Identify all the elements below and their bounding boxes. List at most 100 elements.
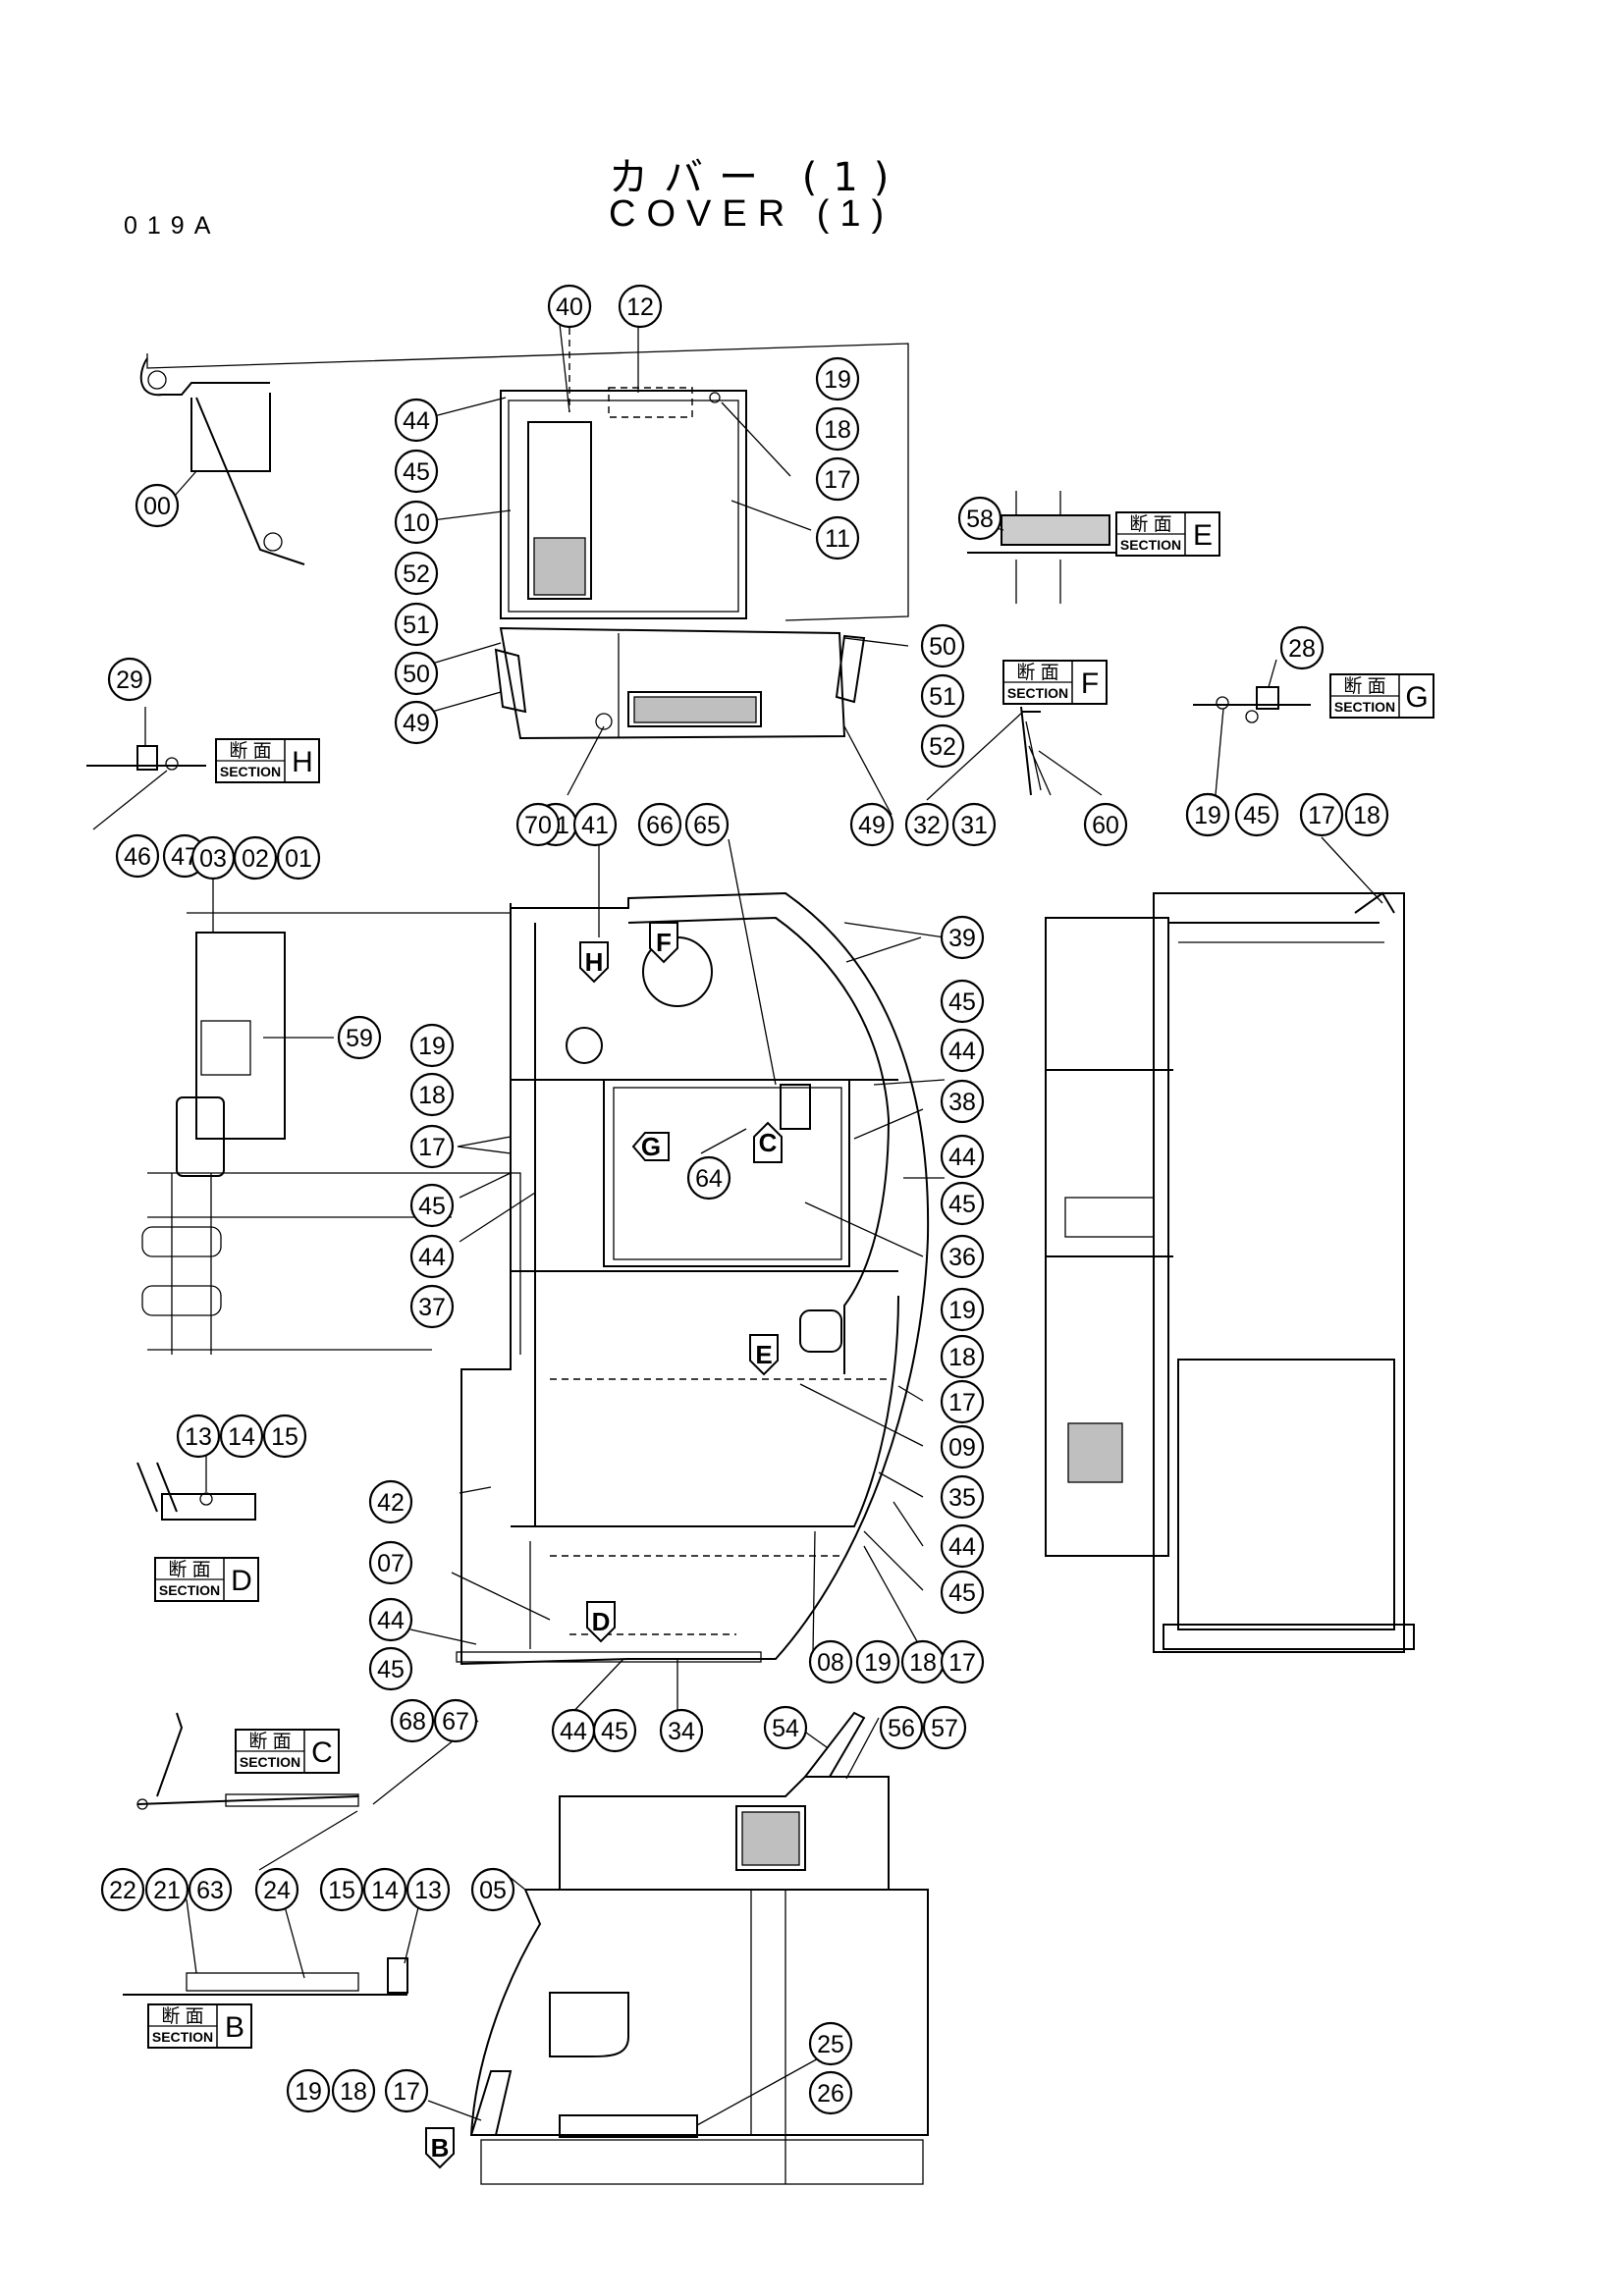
callout-label: 39: [948, 925, 976, 952]
callout-19: 19: [940, 1287, 985, 1332]
view-arrow-letter: E: [755, 1340, 772, 1369]
section-label-letter: H: [292, 746, 313, 778]
section-label-en: SECTION: [159, 1582, 220, 1598]
callout-label: 60: [1092, 812, 1119, 839]
callout-19: 19: [1185, 792, 1230, 837]
callout-label: 13: [414, 1877, 442, 1904]
section-g-detail: [1193, 686, 1311, 723]
callout-label: 19: [1194, 802, 1221, 829]
section-e-detail: [967, 491, 1139, 604]
callout-label: 18: [909, 1649, 937, 1677]
callout-70: 70: [515, 802, 561, 847]
section-label-letter: E: [1193, 519, 1213, 552]
callout-45: 45: [1234, 792, 1279, 837]
callout-57: 57: [922, 1705, 967, 1750]
callout-25: 25: [808, 2021, 853, 2066]
callout-18: 18: [331, 2068, 376, 2113]
section-label-jp: 断 面: [1343, 675, 1385, 697]
view-arrow-d: D: [586, 1601, 616, 1643]
callout-40: 40: [547, 284, 592, 329]
callout-label: 63: [196, 1877, 224, 1904]
callout-label: 15: [271, 1423, 298, 1451]
callout-45: 45: [394, 449, 439, 494]
view-arrow-h: H: [579, 941, 609, 984]
callout-label: 14: [228, 1423, 255, 1451]
section-label-letter: D: [231, 1565, 252, 1597]
callout-24: 24: [254, 1867, 299, 1912]
callout-05: 05: [470, 1867, 515, 1912]
section-label-en: SECTION: [1007, 685, 1068, 701]
callout-49: 49: [394, 700, 439, 745]
callout-18: 18: [1344, 792, 1389, 837]
callout-label: 41: [581, 812, 609, 839]
section-b-detail: [123, 1957, 408, 1996]
callout-52: 52: [920, 723, 965, 769]
callout-08: 08: [808, 1639, 853, 1684]
callout-label: 66: [646, 812, 674, 839]
callout-63: 63: [188, 1867, 233, 1912]
callout-label: 18: [340, 2078, 367, 2106]
view-arrow-letter: H: [585, 947, 604, 977]
callout-label: 00: [143, 493, 171, 520]
view-arrow-g: G: [631, 1132, 670, 1161]
callout-label: 05: [479, 1877, 507, 1904]
callout-label: 68: [399, 1708, 426, 1735]
section-label-letter: F: [1081, 667, 1099, 700]
callout-64: 64: [686, 1155, 731, 1201]
callout-label: 13: [185, 1423, 212, 1451]
section-label-jp: 断 面: [1129, 513, 1171, 535]
callout-label: 35: [948, 1484, 976, 1512]
view-arrow-letter: D: [592, 1607, 611, 1636]
callout-29: 29: [107, 657, 152, 702]
callout-label: 07: [377, 1550, 405, 1577]
callout-18: 18: [940, 1334, 985, 1379]
callout-44: 44: [940, 1134, 985, 1179]
callout-label: 36: [948, 1244, 976, 1271]
view-arrow-b: B: [425, 2127, 455, 2169]
section-label-jp: 断 面: [229, 740, 271, 762]
callout-50: 50: [394, 651, 439, 696]
callout-28: 28: [1279, 625, 1325, 670]
callout-label: 65: [693, 812, 721, 839]
section-label-jp: 断 面: [168, 1559, 210, 1580]
callout-label: 45: [377, 1656, 405, 1683]
callout-label: 57: [931, 1715, 958, 1742]
callout-45: 45: [940, 979, 985, 1024]
callout-12: 12: [618, 284, 663, 329]
callout-46: 46: [115, 833, 160, 879]
callout-label: 52: [929, 733, 956, 761]
callout-19: 19: [855, 1639, 900, 1684]
view-arrow-letter: B: [431, 2133, 450, 2163]
callout-label: 17: [393, 2078, 420, 2106]
callout-17: 17: [815, 456, 860, 502]
callout-68: 68: [390, 1698, 435, 1743]
callout-49: 49: [849, 802, 894, 847]
center-side-view: [456, 891, 930, 1666]
callout-18: 18: [409, 1072, 455, 1117]
callout-label: 17: [948, 1649, 976, 1677]
callout-label: 37: [418, 1294, 446, 1321]
callout-label: 45: [1243, 802, 1271, 829]
callout-label: 54: [772, 1715, 799, 1742]
section-label-jp: 断 面: [248, 1731, 291, 1752]
callout-26: 26: [808, 2070, 853, 2115]
section-label-letter: C: [311, 1736, 333, 1769]
callout-label: 44: [560, 1718, 587, 1745]
section-h-detail: [86, 745, 206, 771]
callout-label: 56: [888, 1715, 915, 1742]
callout-11: 11: [815, 515, 860, 561]
left-frame-assembly: [141, 912, 521, 1355]
callout-58: 58: [957, 496, 1002, 541]
callout-41: 41: [572, 802, 618, 847]
callout-label: 17: [948, 1389, 976, 1416]
callout-17: 17: [409, 1124, 455, 1169]
callout-label: 44: [948, 1533, 976, 1561]
callout-label: 49: [858, 812, 886, 839]
callout-18: 18: [815, 406, 860, 452]
right-rear-view: [1045, 891, 1415, 1653]
bottom-cover-assembly: [469, 1711, 929, 2185]
callout-34: 34: [659, 1708, 704, 1753]
title-english: COVER (1): [609, 193, 895, 235]
callout-label: 25: [817, 2031, 844, 2058]
